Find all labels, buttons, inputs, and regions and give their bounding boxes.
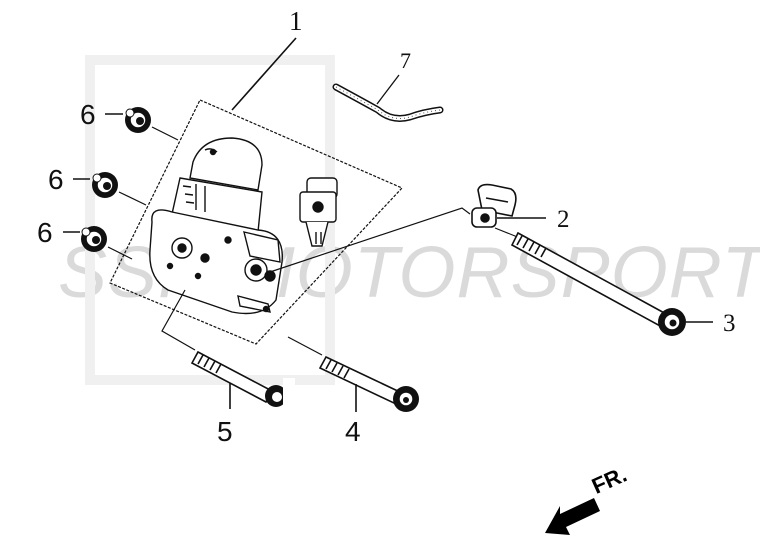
- callout-4: 4: [345, 416, 361, 447]
- bolt-5-icon: [161, 289, 295, 414]
- leader-line-2-mount: [269, 207, 471, 273]
- callout-3: 3: [723, 310, 736, 337]
- callout-5: 5: [217, 416, 233, 447]
- engine-icon: [149, 137, 283, 315]
- leader-line-7: [376, 74, 400, 105]
- flange-nut-icon-middle: [73, 172, 147, 206]
- leader-line-1: [231, 37, 297, 111]
- front-direction-arrow-icon: [545, 498, 600, 535]
- breather-hose-icon: [332, 83, 444, 122]
- callout-6-bottom: 6: [37, 217, 53, 248]
- flange-nut-icon-top: [105, 107, 179, 141]
- collar-icon: [471, 183, 546, 228]
- long-bolt-icon: [494, 227, 713, 336]
- engine-outline-frame: [109, 99, 404, 345]
- callout-2: 2: [557, 206, 570, 233]
- callout-7: 7: [400, 48, 411, 73]
- bolt-4-icon: [287, 336, 419, 412]
- callout-6-middle: 6: [48, 164, 64, 195]
- flange-nut-icon-bottom: [63, 226, 133, 260]
- callout-1: 1: [289, 6, 303, 36]
- carburetor-icon: [299, 177, 338, 247]
- callout-6-top: 6: [80, 99, 96, 130]
